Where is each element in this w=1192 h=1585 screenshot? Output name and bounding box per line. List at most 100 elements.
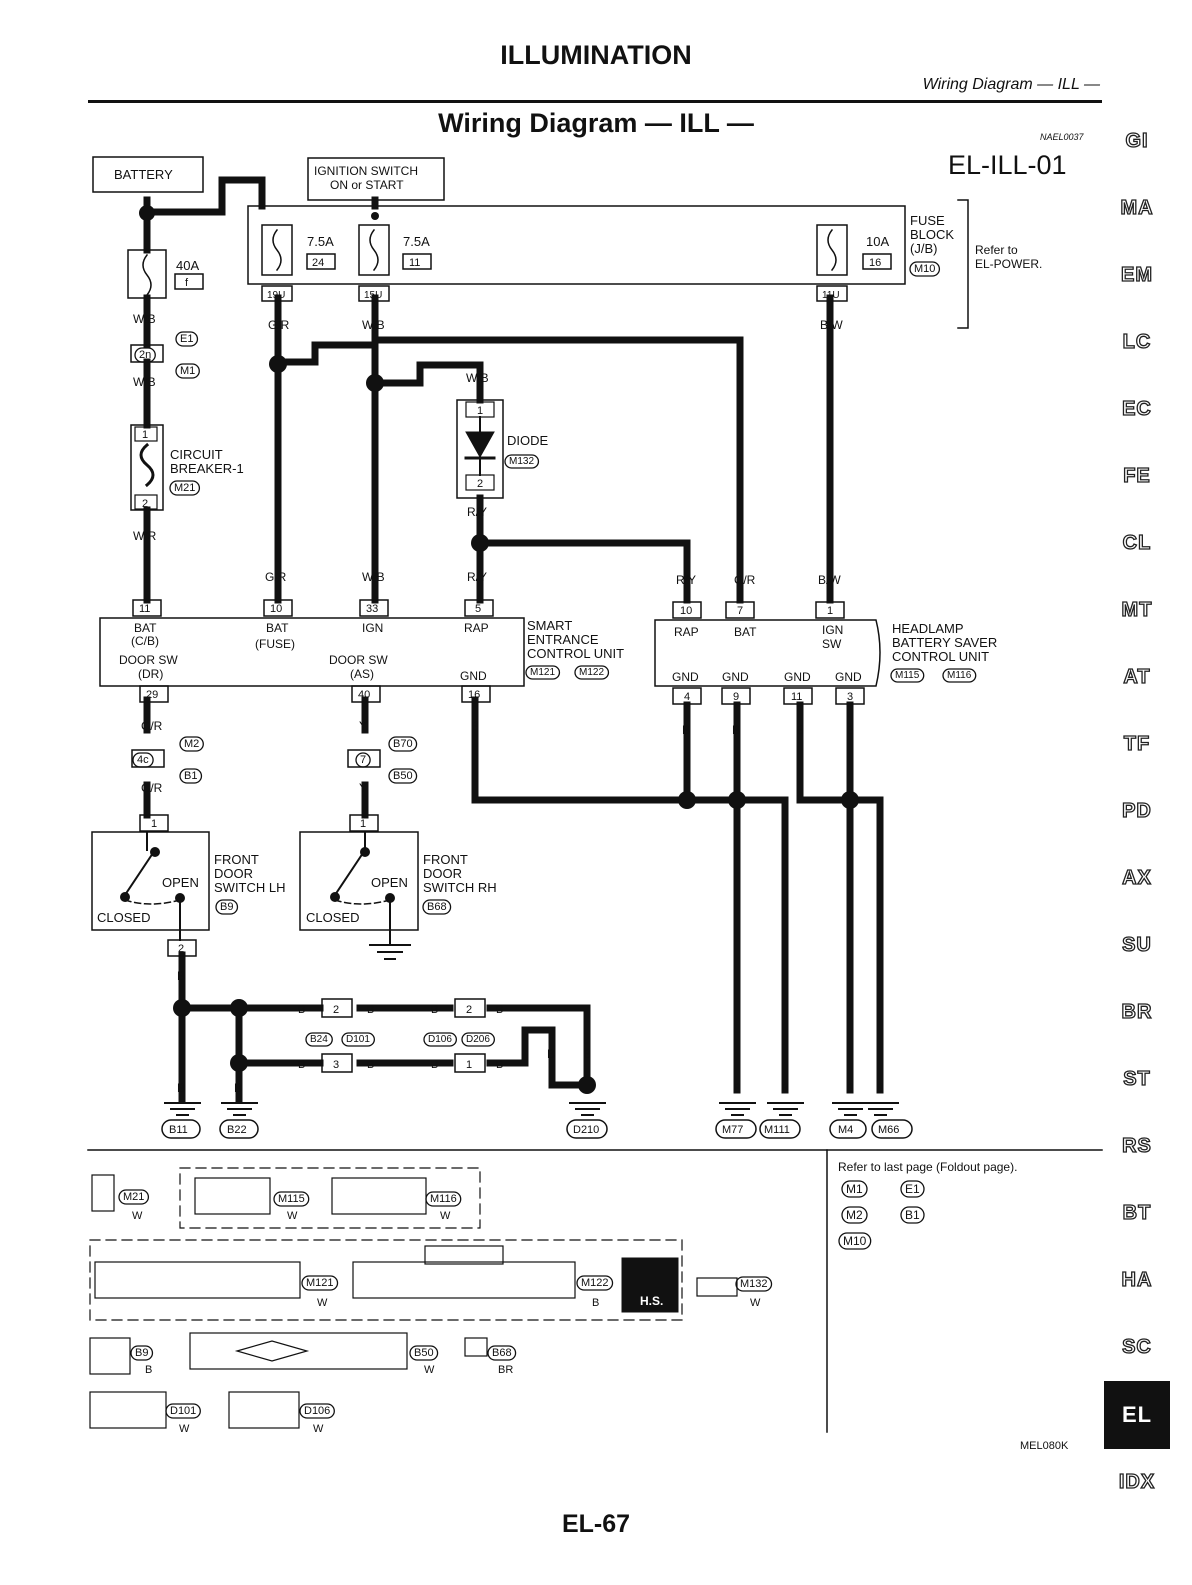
wire-b-2: B bbox=[682, 723, 690, 737]
saver-conn1: M115 bbox=[895, 670, 920, 681]
smart-line3: CONTROL UNIT bbox=[527, 646, 624, 661]
sidebar-tab-bt[interactable]: BT bbox=[1122, 1201, 1152, 1224]
wire-b-10: B bbox=[234, 1081, 242, 1095]
sidebar-tab-ax[interactable]: AX bbox=[1121, 866, 1152, 889]
legend-d101-color: W bbox=[179, 1423, 190, 1435]
wire-gr-5: G/R bbox=[141, 781, 163, 795]
connector-oval bbox=[179, 736, 204, 752]
wire-bw-1: B/W bbox=[820, 318, 843, 332]
connector-oval bbox=[130, 1345, 154, 1361]
ground-m4: M4 bbox=[838, 1124, 853, 1136]
saver-pin-4: 4 bbox=[684, 691, 690, 703]
smart-conn1: M121 bbox=[530, 667, 555, 678]
sidebar-tab-pd[interactable]: PD bbox=[1121, 799, 1152, 822]
saver-bat: BAT bbox=[734, 625, 757, 639]
connector-oval bbox=[576, 1275, 614, 1291]
sidebar-tab-br[interactable]: BR bbox=[1121, 1000, 1153, 1023]
fuse-11-num: 11 bbox=[409, 257, 420, 269]
connector-oval bbox=[215, 899, 239, 915]
saver-pin-1: 1 bbox=[827, 605, 833, 617]
smart-line2: ENTRANCE bbox=[527, 632, 599, 647]
legend-b68-color: BR bbox=[498, 1364, 513, 1376]
legend-m132-color: W bbox=[750, 1297, 761, 1309]
sidebar-tab-ma[interactable]: MA bbox=[1120, 196, 1154, 219]
wire-y-2: Y bbox=[359, 781, 367, 795]
fuse-24-num: 24 bbox=[312, 257, 324, 269]
legend-d106-color: W bbox=[313, 1423, 324, 1435]
sidebar-tabs: GI MA EM LC EC FE CL MT AT TF PD AX SU BR ST RS BT HA SC EL… bbox=[1104, 108, 1170, 1516]
smart-pin-5: 5 bbox=[475, 603, 481, 615]
fuse-16-rating: 10A bbox=[866, 234, 889, 249]
fuse-11-rating: 7.5A bbox=[403, 234, 430, 249]
wire-b-14: B bbox=[876, 1081, 884, 1095]
sidebar-tab-fe[interactable]: FE bbox=[1123, 464, 1151, 487]
sidebar-tab-sc[interactable]: SC bbox=[1121, 1335, 1152, 1358]
connector-oval bbox=[165, 1403, 201, 1419]
fuse-block-line3: (J/B) bbox=[910, 241, 937, 256]
joint-pin-2a: 2 bbox=[333, 1004, 339, 1016]
sidebar-tab-st[interactable]: ST bbox=[1123, 1067, 1151, 1090]
header-rule bbox=[88, 100, 1102, 103]
sidebar-tab-ec[interactable]: EC bbox=[1121, 397, 1152, 420]
legend-m115: M115 bbox=[278, 1193, 305, 1205]
connector-oval bbox=[409, 1345, 439, 1361]
wire-b-8: B bbox=[583, 1047, 591, 1061]
smart-bat-2: BAT bbox=[266, 621, 289, 635]
fuse-16-num: 16 bbox=[869, 257, 881, 269]
sidebar-tab-lc[interactable]: LC bbox=[1122, 330, 1152, 353]
sidebar-tab-el[interactable]: EL bbox=[1104, 1381, 1170, 1449]
sidebar-tab-su[interactable]: SU bbox=[1121, 933, 1152, 956]
sidebar-tab-rs[interactable]: RS bbox=[1121, 1134, 1152, 1157]
saver-line3: CONTROL UNIT bbox=[892, 649, 989, 664]
connector-oval bbox=[299, 1403, 335, 1419]
joint-wire-b-3: B bbox=[431, 1004, 438, 1016]
sidebar-tab-mt[interactable]: MT bbox=[1121, 598, 1153, 621]
page-title: ILLUMINATION bbox=[500, 40, 692, 70]
connector-oval bbox=[461, 1032, 495, 1047]
connector-oval bbox=[841, 1180, 868, 1198]
sidebar-tab-gi[interactable]: GI bbox=[1125, 129, 1149, 152]
smart-pin-11: 11 bbox=[139, 603, 150, 615]
legend-d106: D106 bbox=[304, 1405, 330, 1417]
joint-wire-b-2: B bbox=[367, 1004, 374, 1016]
connector-oval bbox=[179, 768, 203, 784]
saver-gnd-2: GND bbox=[722, 670, 749, 684]
wire-wb-2: W/B bbox=[362, 318, 385, 332]
saver-gnd-1: GND bbox=[672, 670, 699, 684]
fusible-link-id: f bbox=[185, 277, 189, 289]
connector-oval bbox=[735, 1276, 773, 1292]
saver-pin-11: 11 bbox=[791, 691, 802, 703]
wire-wr: W/R bbox=[133, 529, 157, 543]
ground-d210: D210 bbox=[573, 1124, 599, 1136]
fuse-block-box bbox=[247, 205, 906, 285]
legend-b50: B50 bbox=[414, 1347, 434, 1359]
saver-pin-3: 3 bbox=[847, 691, 853, 703]
legend-m21: M21 bbox=[123, 1191, 144, 1203]
smart-unit-box bbox=[99, 617, 525, 687]
connector-oval bbox=[425, 1191, 462, 1207]
legend-b9: B9 bbox=[135, 1347, 148, 1359]
legend-m116-color: W bbox=[440, 1210, 451, 1222]
saver-rap: RAP bbox=[674, 625, 699, 639]
sidebar-tab-em[interactable]: EM bbox=[1120, 263, 1153, 286]
sidebar-tab-idx[interactable]: IDX bbox=[1118, 1470, 1156, 1493]
sidebar-tab-tf[interactable]: TF bbox=[1123, 732, 1151, 755]
door-rh-open: OPEN bbox=[371, 875, 408, 890]
legend-m121: M121 bbox=[306, 1277, 334, 1289]
smart-pin-33: 33 bbox=[366, 603, 378, 615]
connector-oval bbox=[525, 665, 561, 680]
ignition-line2: ON or START bbox=[330, 178, 404, 192]
smart-conn2: M122 bbox=[579, 667, 604, 678]
smart-fuse: (FUSE) bbox=[255, 637, 295, 651]
legend-m122-color: B bbox=[592, 1297, 599, 1309]
connector-oval bbox=[175, 331, 199, 347]
ground-m77: M77 bbox=[722, 1124, 743, 1136]
sidebar-tab-ha[interactable]: HA bbox=[1121, 1268, 1153, 1291]
sidebar-tab-cl[interactable]: CL bbox=[1122, 531, 1152, 554]
saver-conn2: M116 bbox=[947, 670, 972, 681]
sidebar-tab-at[interactable]: AT bbox=[1123, 665, 1151, 688]
battery-label: BATTERY bbox=[114, 167, 173, 182]
conn-b70: B70 bbox=[393, 738, 413, 750]
smart-dr: (DR) bbox=[138, 667, 163, 681]
